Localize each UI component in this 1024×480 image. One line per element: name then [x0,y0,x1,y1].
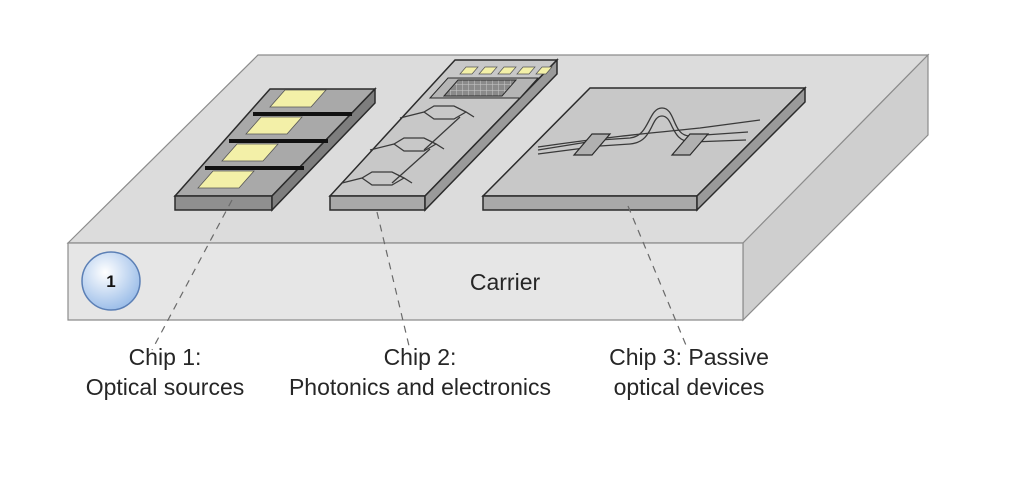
laser-pad-2 [245,116,303,135]
chip-1-side [271,87,376,212]
chip-3 [481,86,807,212]
laser-pad-3 [221,143,279,162]
chip-2-side [424,58,558,212]
carrier-label: Carrier [470,269,541,295]
chip-3-front [482,195,698,211]
chip-1-title: Chip 1: [128,344,202,370]
chip-3-caption: Chip 3: Passive optical devices [574,342,804,402]
chip-2-electronic-ic [442,79,518,97]
chip-2-title: Chip 2: [383,344,457,370]
chip-3-subtitle: optical devices [613,374,765,400]
laser-pad-1 [269,89,327,108]
leader-line-chip-1 [151,199,233,351]
chip-2-pad-4 [516,66,536,75]
chip-3-waveguides [537,107,761,155]
chip-3-coupler-left [572,133,612,156]
chip-1-caption: Chip 1: Optical sources [40,342,290,402]
carrier-front-face [67,242,744,321]
laser-pad-4 [197,170,255,189]
chip-2-caption: Chip 2: Photonics and electronics [260,342,580,402]
carrier-number-badge: 1 [81,251,141,311]
chip-2-waveguides [341,105,475,186]
chip-2-pad-2 [478,66,498,75]
chip-2 [328,58,559,212]
chip-1-subtitle: Optical sources [85,374,245,400]
chip-1-front [174,195,273,211]
chip-2-front [329,195,426,211]
carrier-number-badge-text: 1 [106,272,115,291]
chip-3-coupler-right [670,133,710,156]
chip-3-side [696,86,806,212]
leader-line-chip-3 [627,205,689,351]
chip-1 [173,87,377,212]
chip-2-pad-5 [535,66,553,75]
chip-3-title: Chip 3: Passive [609,344,769,370]
leader-line-chip-2 [376,211,411,351]
chip-2-subtitle: Photonics and electronics [288,374,552,400]
chip-2-pad-1 [459,66,479,75]
leader-lines [151,199,689,351]
chip-2-pad-3 [497,66,517,75]
